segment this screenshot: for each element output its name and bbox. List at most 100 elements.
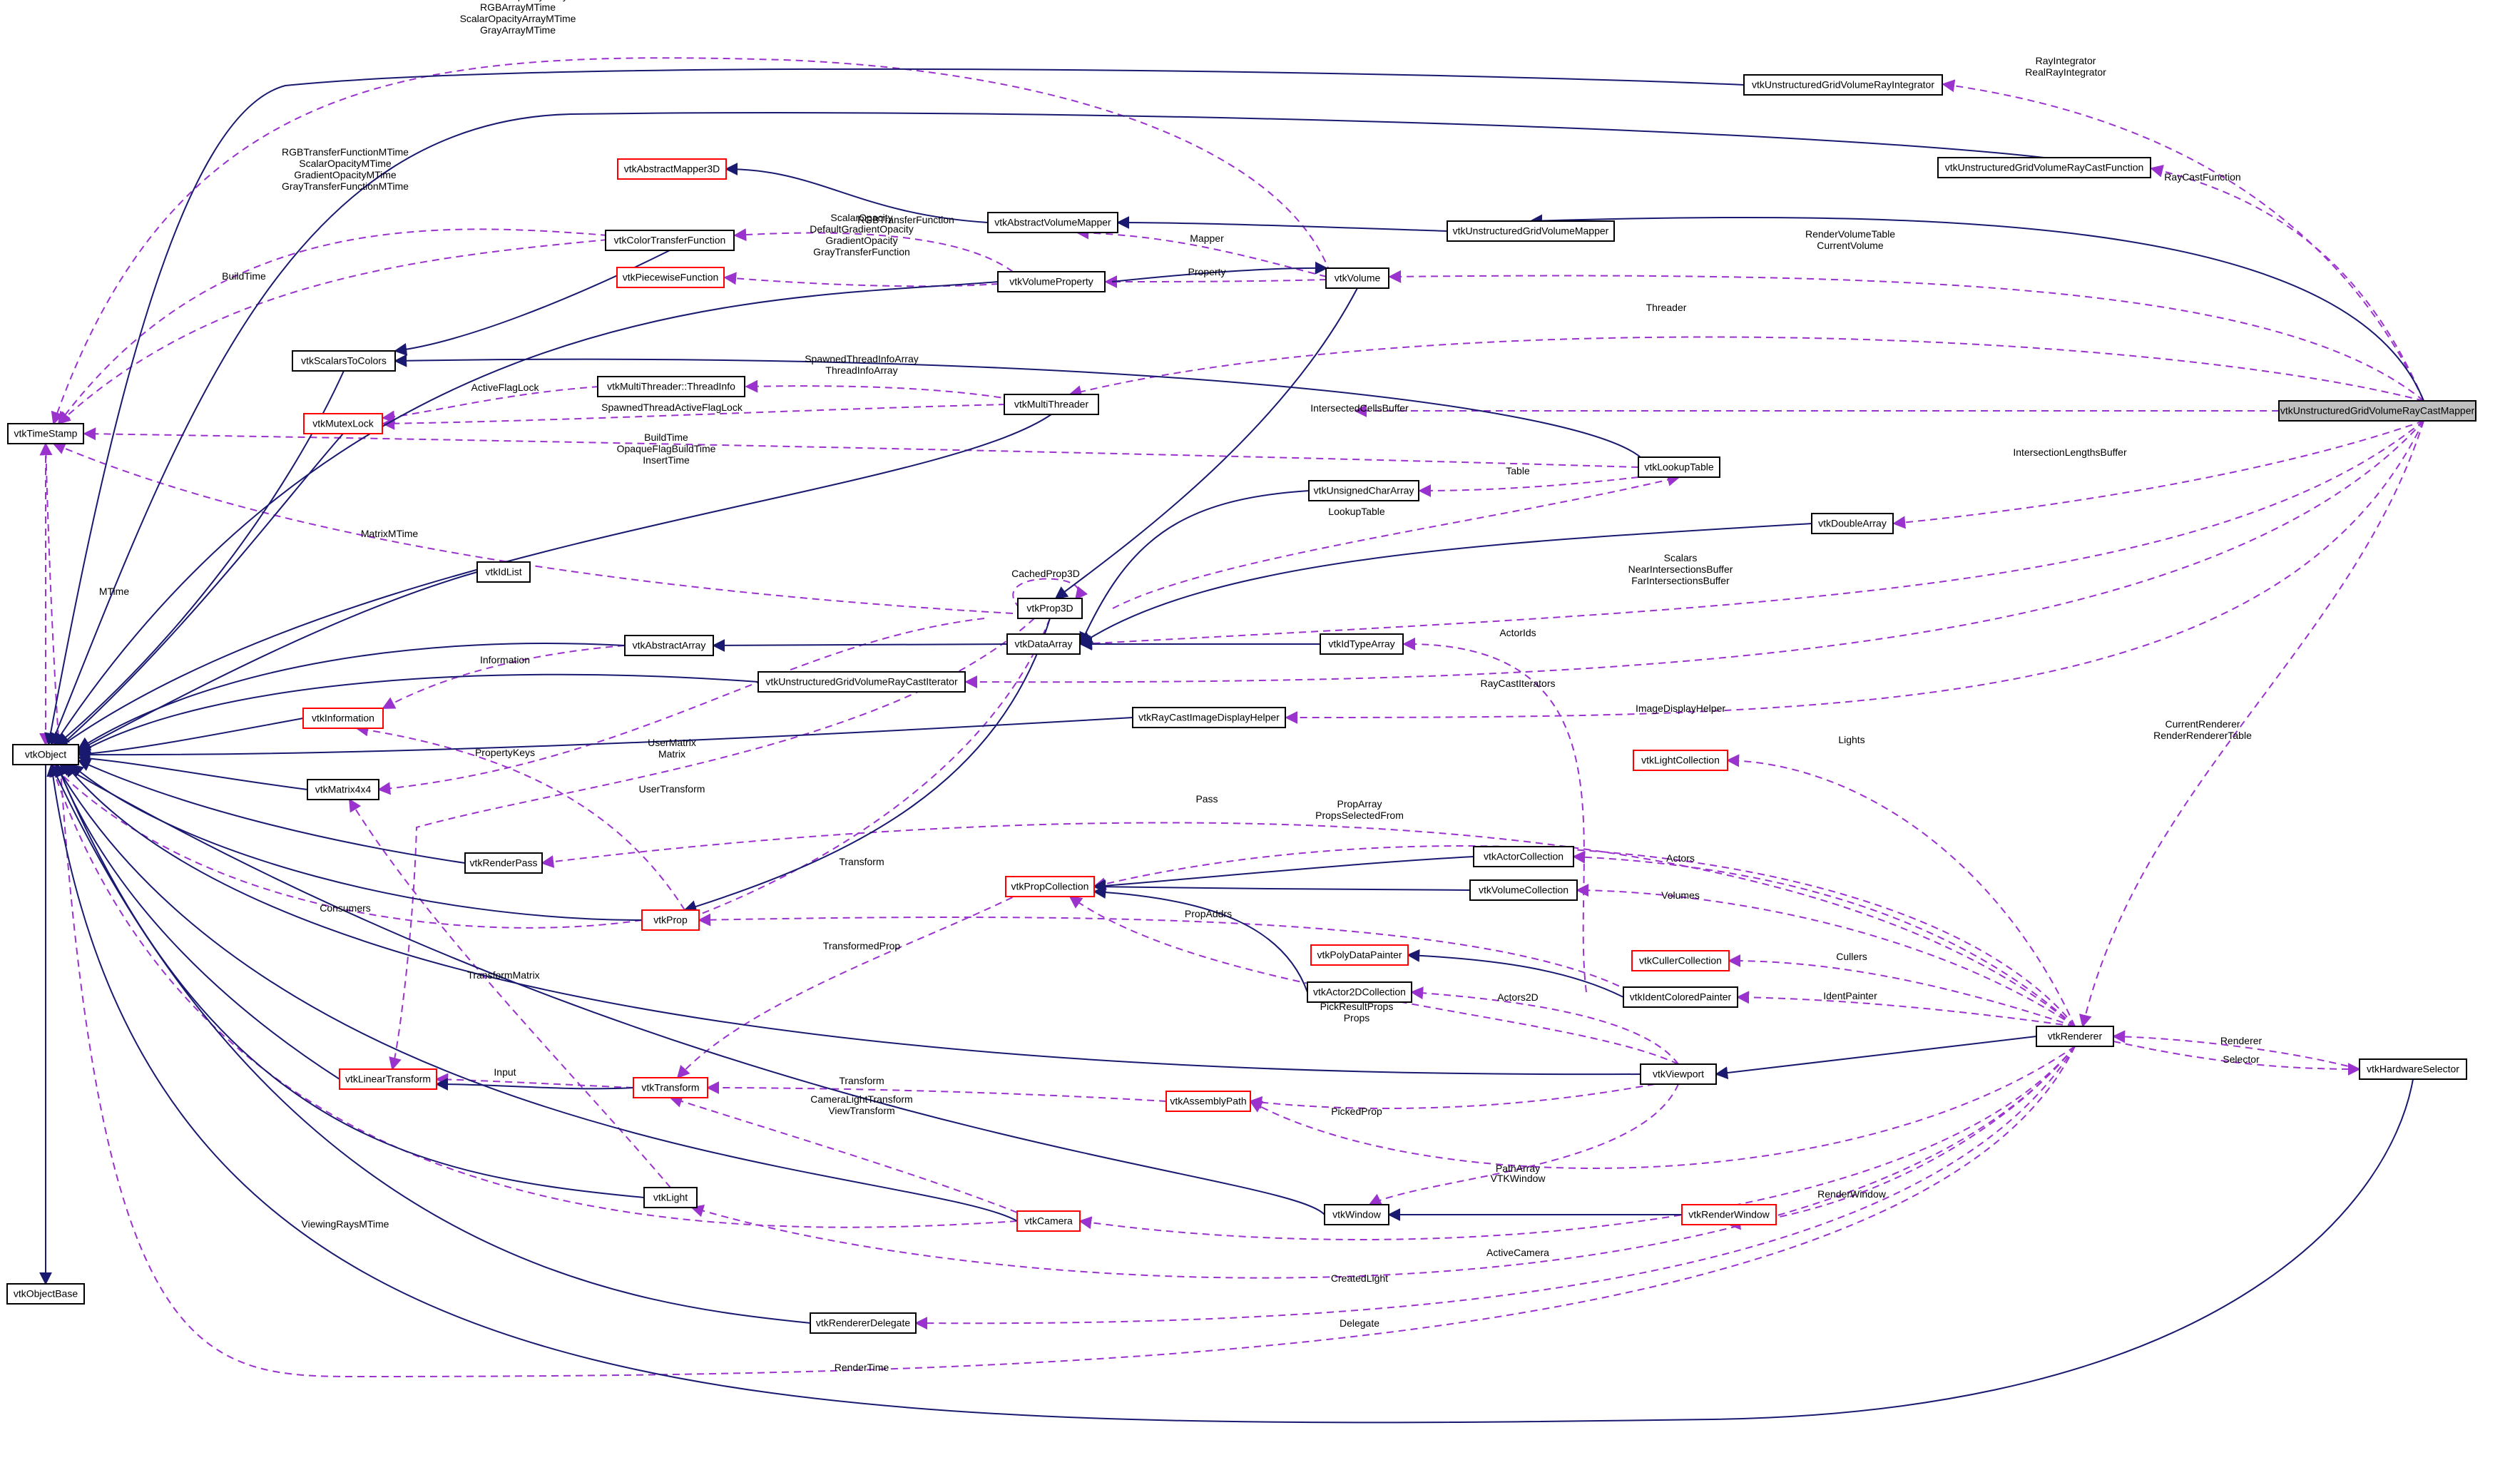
class-node-raycastfunction[interactable]: vtkUnstructuredGridVolumeRayCastFunction bbox=[1937, 157, 2151, 178]
inheritance-edge-i-info bbox=[77, 718, 304, 760]
edge-label-line: Scalars bbox=[1664, 552, 1698, 563]
edge-label-imagedisplayhelper: ImageDisplayHelper bbox=[1636, 703, 1725, 714]
class-node-volprop[interactable]: vtkVolumeProperty bbox=[997, 271, 1106, 292]
class-node-renderer[interactable]: vtkRenderer bbox=[2036, 1026, 2114, 1047]
edge-label-line: Input bbox=[494, 1066, 516, 1078]
class-node-abstractarray[interactable]: vtkAbstractArray bbox=[624, 635, 714, 656]
class-node-object[interactable]: vtkObject bbox=[12, 744, 79, 765]
class-node-idlist[interactable]: vtkIdList bbox=[476, 561, 531, 583]
class-node-label: vtkProp3D bbox=[1026, 603, 1073, 614]
class-node-renderwindow[interactable]: vtkRenderWindow bbox=[1681, 1204, 1777, 1225]
class-node-doublearray[interactable]: vtkDoubleArray bbox=[1811, 513, 1894, 534]
inheritance-edge-i-mt bbox=[56, 414, 1052, 750]
class-node-rendererdelegate[interactable]: vtkRendererDelegate bbox=[810, 1312, 917, 1334]
edge-label-property: Property bbox=[1188, 266, 1226, 277]
edge-label-actors: Actors bbox=[1666, 852, 1695, 864]
class-node-actorcollection[interactable]: vtkActorCollection bbox=[1473, 846, 1574, 867]
edge-label-lookuptable: LookupTable bbox=[1328, 506, 1385, 517]
class-node-volumecollection[interactable]: vtkVolumeCollection bbox=[1469, 879, 1578, 901]
usage-edge-e-ac bbox=[1078, 1046, 2076, 1240]
class-node-mutexlock[interactable]: vtkMutexLock bbox=[303, 413, 383, 434]
class-node-box bbox=[307, 779, 379, 800]
inheritance-edge-i-ugv bbox=[1529, 214, 2424, 402]
usage-edge-e-vols bbox=[1576, 884, 2076, 1027]
class-node-box bbox=[2278, 400, 2476, 422]
edge-label-vtkwindow: VTKWindow bbox=[1490, 1173, 1546, 1184]
edge-label-line: Selector bbox=[2223, 1053, 2260, 1065]
class-node-threadinfo[interactable]: vtkMultiThreader::ThreadInfo bbox=[597, 376, 745, 397]
class-node-camera[interactable]: vtkCamera bbox=[1016, 1210, 1081, 1232]
class-node-matrix4x4[interactable]: vtkMatrix4x4 bbox=[307, 779, 379, 800]
class-node-prop3d[interactable]: vtkProp3D bbox=[1017, 598, 1083, 619]
usage-edge-e-scalars bbox=[1079, 420, 2424, 650]
inheritance-edge-i-vp-o bbox=[64, 763, 1641, 1076]
class-node-absmapper3d[interactable]: vtkAbstractMapper3D bbox=[617, 158, 727, 180]
class-node-box bbox=[1308, 480, 1419, 501]
usage-edge-e-ip bbox=[1736, 991, 2076, 1027]
class-node-label: vtkLightCollection bbox=[1641, 755, 1720, 766]
class-node-cullercollection[interactable]: vtkCullerCollection bbox=[1631, 950, 1730, 971]
class-node-viewport[interactable]: vtkViewport bbox=[1640, 1063, 1717, 1085]
class-node-box bbox=[1811, 513, 1894, 534]
class-node-uchararray[interactable]: vtkUnsignedCharArray bbox=[1308, 480, 1419, 501]
usage-edge-e-pp bbox=[1249, 1083, 1656, 1109]
class-node-volume[interactable]: vtkVolume bbox=[1325, 267, 1389, 289]
class-node-colortf[interactable]: vtkColorTransferFunction bbox=[605, 230, 735, 251]
class-node-box bbox=[1320, 633, 1404, 655]
class-node-absvolmapper[interactable]: vtkAbstractVolumeMapper bbox=[987, 212, 1118, 233]
class-node-multithreader[interactable]: vtkMultiThreader bbox=[1004, 394, 1099, 415]
class-node-rcidh[interactable]: vtkRayCastImageDisplayHelper bbox=[1132, 707, 1286, 728]
edge-label-line: CreatedLight bbox=[1331, 1272, 1388, 1284]
edge-label-propaddrs: PropAddrs bbox=[1185, 908, 1232, 919]
class-node-assemblypath[interactable]: vtkAssemblyPath bbox=[1165, 1091, 1251, 1112]
class-node-box bbox=[1638, 456, 1720, 478]
class-node-polydatapainter[interactable]: vtkPolyDataPainter bbox=[1310, 944, 1409, 966]
edge-label-line: RenderWindow bbox=[1817, 1188, 1887, 1200]
class-node-scalarstocolors[interactable]: vtkScalarsToColors bbox=[292, 350, 396, 372]
class-node-piecewise[interactable]: vtkPiecewiseFunction bbox=[616, 267, 725, 288]
class-node-timestamp[interactable]: vtkTimeStamp bbox=[7, 423, 84, 444]
edge-label-lights: Lights bbox=[1838, 734, 1865, 745]
class-node-hwselector[interactable]: vtkHardwareSelector bbox=[2359, 1058, 2467, 1080]
edge-label-line: RenderVolumeTable bbox=[1805, 228, 1895, 240]
edge-label-createdlight: CreatedLight bbox=[1331, 1272, 1388, 1284]
class-node-window[interactable]: vtkWindow bbox=[1324, 1204, 1389, 1225]
edge-label-input: Input bbox=[494, 1066, 516, 1078]
edge-label-line: PropArray bbox=[1337, 798, 1382, 810]
class-node-rciterator[interactable]: vtkUnstructuredGridVolumeRayCastIterator bbox=[757, 671, 966, 693]
class-node-prop[interactable]: vtkProp bbox=[641, 909, 700, 931]
class-node-idtypearray[interactable]: vtkIdTypeArray bbox=[1320, 633, 1404, 655]
class-node-renderpass[interactable]: vtkRenderPass bbox=[464, 852, 543, 874]
inheritance-edge-i-rcidh bbox=[77, 717, 1133, 762]
class-node-identpainter[interactable]: vtkIdentColoredPainter bbox=[1623, 986, 1738, 1008]
class-node-ugvmapper[interactable]: vtkUnstructuredGridVolumeMapper bbox=[1447, 220, 1615, 242]
edge-label-line: IdentPainter bbox=[1823, 990, 1877, 1001]
class-node-box bbox=[616, 267, 725, 288]
class-node-objectbase[interactable]: vtkObjectBase bbox=[6, 1283, 85, 1305]
class-node-transform[interactable]: vtkTransform bbox=[633, 1077, 708, 1098]
edge-label-line: RayIntegrator bbox=[2036, 55, 2096, 66]
class-node-label: vtkUnstructuredGridVolumeMapper bbox=[1453, 225, 1609, 237]
class-node-rayintegrator[interactable]: vtkUnstructuredGridVolumeRayIntegrator bbox=[1743, 74, 1943, 96]
edge-label-line: RayCastFunction bbox=[2164, 171, 2240, 183]
usage-edge-e-cl bbox=[690, 1046, 2076, 1279]
usage-edge-e-pfp bbox=[1068, 895, 1679, 1065]
class-node-lightcollection[interactable]: vtkLightCollection bbox=[1633, 750, 1728, 771]
edge-label-line: GrayArrayMTime bbox=[480, 24, 556, 36]
usage-edge-e-ri bbox=[1942, 79, 2424, 402]
inheritance-edge-i-vcoll bbox=[1093, 880, 1471, 894]
edge-label-timestamp_top: GradientOpacityArrayMTimeCorrectedScalar… bbox=[438, 0, 598, 36]
class-node-box bbox=[1633, 750, 1728, 771]
class-node-propcollection[interactable]: vtkPropCollection bbox=[1005, 876, 1095, 897]
class-node-lookuptable[interactable]: vtkLookupTable bbox=[1638, 456, 1720, 478]
class-node-label: vtkLookupTable bbox=[1644, 461, 1714, 473]
class-node-information[interactable]: vtkInformation bbox=[302, 708, 384, 729]
class-node-actor2dcollection[interactable]: vtkActor2DCollection bbox=[1307, 981, 1412, 1003]
class-node-target[interactable]: vtkUnstructuredGridVolumeRayCastMapper bbox=[2278, 400, 2476, 422]
edge-label-line: IntersectedCellsBuffer bbox=[1310, 402, 1409, 414]
class-node-dataarray[interactable]: vtkDataArray bbox=[1006, 633, 1081, 655]
class-node-lineartransform[interactable]: vtkLinearTransform bbox=[339, 1068, 437, 1090]
class-node-light[interactable]: vtkLight bbox=[643, 1187, 698, 1208]
inheritance-edge-i-hw bbox=[46, 763, 2414, 1424]
